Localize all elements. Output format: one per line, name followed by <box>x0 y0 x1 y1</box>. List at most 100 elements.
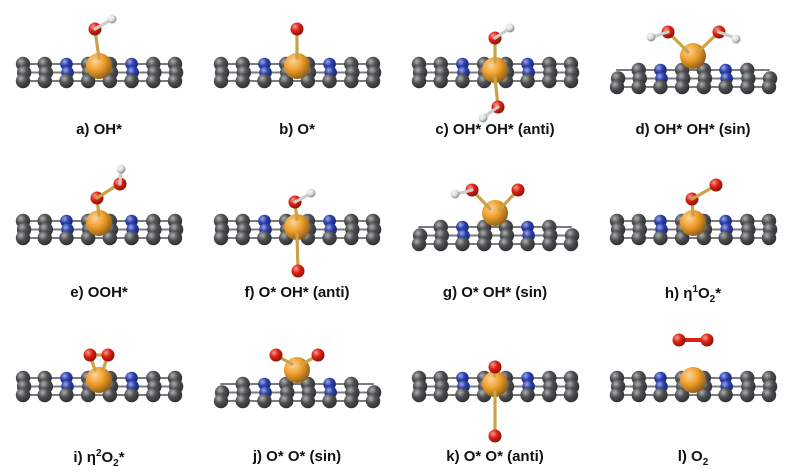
oxygen-atom <box>291 264 305 278</box>
structure-a <box>15 14 184 89</box>
carbon-atom <box>631 230 646 246</box>
carbon-atom <box>257 393 272 409</box>
oxygen-atom <box>101 348 115 362</box>
caption-f-text: O* OH* (anti) <box>258 284 350 301</box>
carbon-atom <box>365 393 381 409</box>
carbon-atom <box>674 387 690 403</box>
carbon-atom <box>15 230 31 246</box>
carbon-atom <box>80 230 96 246</box>
caption-i-sub: 2 <box>113 458 119 469</box>
panel-e: e) OOH* <box>0 157 198 314</box>
caption-b: b) O* <box>198 121 396 138</box>
carbon-atom <box>476 236 492 252</box>
caption-a: a) OH* <box>0 121 198 138</box>
caption-c: c) OH* OH* (anti) <box>396 121 594 138</box>
caption-e-text: OOH* <box>87 284 128 301</box>
carbon-atom <box>167 73 183 89</box>
carbon-atom <box>653 230 668 246</box>
carbon-atom <box>59 230 74 246</box>
metal-atom <box>680 367 706 393</box>
carbon-atom <box>124 230 139 246</box>
carbon-atom <box>696 79 712 95</box>
carbon-atom <box>146 387 161 403</box>
carbon-atom <box>80 73 96 89</box>
caption-k-letter: k) <box>446 448 460 465</box>
caption-i-o: O <box>101 449 114 466</box>
carbon-atom <box>520 73 535 89</box>
carbon-atom <box>718 387 733 403</box>
carbon-atom <box>235 230 250 246</box>
carbon-atom <box>124 387 139 403</box>
caption-c-letter: c) <box>435 121 449 138</box>
metal-atom <box>680 210 706 236</box>
caption-i-text: η2O2* <box>87 448 125 469</box>
hydrogen-atom <box>107 14 117 24</box>
caption-h-eta: η <box>683 285 693 302</box>
carbon-atom <box>59 387 74 403</box>
carbon-atom <box>653 387 668 403</box>
carbon-atom <box>609 230 625 246</box>
caption-i: i) η2O2* <box>0 448 198 469</box>
carbon-atom <box>740 79 755 95</box>
carbon-atom <box>102 230 118 246</box>
oxygen-atom <box>700 333 714 347</box>
panel-l: l) O2 <box>594 314 792 471</box>
structure-g <box>411 183 580 252</box>
oxygen-atom <box>488 360 502 374</box>
caption-i-letter: i) <box>73 449 83 466</box>
carbon-atom <box>696 387 712 403</box>
carbon-atom <box>653 79 668 95</box>
carbon-atom <box>542 387 557 403</box>
carbon-atom <box>15 73 31 89</box>
carbon-atom <box>213 73 229 89</box>
carbon-atom <box>761 387 777 403</box>
carbon-atom <box>235 73 250 89</box>
carbon-atom <box>563 387 579 403</box>
carbon-atom <box>37 230 52 246</box>
caption-e-letter: e) <box>70 284 84 301</box>
carbon-atom <box>365 230 381 246</box>
hydrogen-atom <box>116 164 126 174</box>
carbon-atom <box>257 73 272 89</box>
caption-f-letter: f) <box>244 284 255 301</box>
carbon-atom <box>80 387 96 403</box>
panel-d: d) OH* OH* (sin) <box>594 0 792 157</box>
panel-h: h) η1O2* <box>594 157 792 314</box>
carbon-atom <box>455 73 470 89</box>
hydrogen-atom <box>450 189 460 199</box>
caption-k: k) O* O* (anti) <box>396 448 594 465</box>
carbon-atom <box>740 230 755 246</box>
panel-j: j) O* O* (sin) <box>198 314 396 471</box>
caption-f: f) O* OH* (anti) <box>198 284 396 301</box>
structure-k <box>411 360 580 443</box>
carbon-atom <box>740 387 755 403</box>
caption-i-star: * <box>118 449 125 466</box>
carbon-atom <box>278 73 294 89</box>
structure-e <box>15 164 184 246</box>
panel-f: f) O* OH* (anti) <box>198 157 396 314</box>
caption-i-sup: 2 <box>95 448 102 459</box>
caption-l: l) O2 <box>594 448 792 468</box>
caption-e: e) OOH* <box>0 284 198 301</box>
hydrogen-atom <box>505 23 515 33</box>
caption-g: g) O* OH* (sin) <box>396 284 594 301</box>
metal-atom <box>284 53 310 79</box>
caption-g-letter: g) <box>442 284 458 301</box>
caption-b-letter: b) <box>279 121 294 138</box>
carbon-atom <box>344 230 359 246</box>
carbon-atom <box>146 230 161 246</box>
carbon-atom <box>433 236 448 252</box>
carbon-atom <box>433 387 448 403</box>
carbon-atom <box>761 79 777 95</box>
caption-l-letter: l) <box>677 448 687 465</box>
caption-k-text: O* O* (anti) <box>463 448 544 465</box>
caption-a-letter: a) <box>76 121 90 138</box>
metal-atom <box>284 214 310 240</box>
carbon-atom <box>167 230 183 246</box>
structure-i <box>15 348 184 403</box>
bond <box>455 188 474 196</box>
carbon-atom <box>563 236 579 252</box>
carbon-atom <box>696 230 712 246</box>
carbon-atom <box>761 230 777 246</box>
